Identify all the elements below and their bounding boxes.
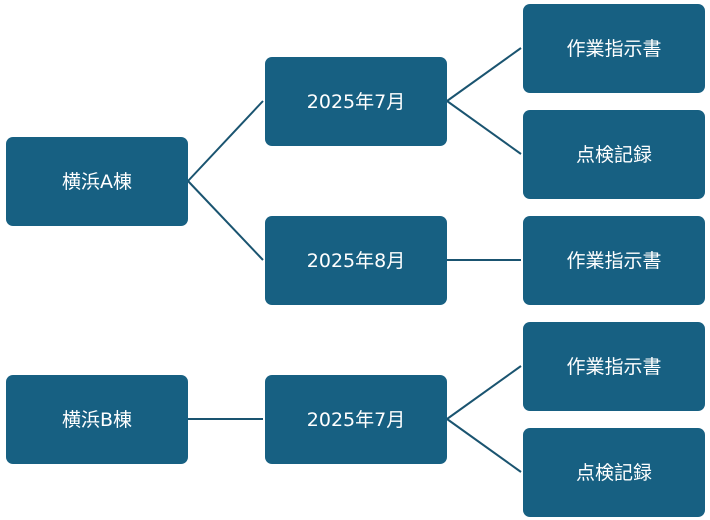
connector-b-jul-inspection <box>446 418 522 473</box>
node-b-07-inspection-record[interactable]: 点検記録 <box>523 428 705 517</box>
connector-a-aug <box>187 180 264 261</box>
node-a-2025-07[interactable]: 2025年7月 <box>265 57 447 146</box>
node-building-b[interactable]: 横浜B棟 <box>6 375 188 464</box>
connector-a-jul <box>187 100 264 182</box>
node-a-2025-08[interactable]: 2025年8月 <box>265 216 447 305</box>
node-a-08-work-order[interactable]: 作業指示書 <box>523 216 705 305</box>
connector-b-jul-order <box>446 365 522 420</box>
node-a-07-work-order[interactable]: 作業指示書 <box>523 4 705 93</box>
node-building-a[interactable]: 横浜A棟 <box>6 137 188 226</box>
node-b-2025-07[interactable]: 2025年7月 <box>265 375 447 464</box>
node-a-07-inspection-record[interactable]: 点検記録 <box>523 110 705 199</box>
connector-a-jul-order <box>446 47 522 102</box>
node-b-07-work-order[interactable]: 作業指示書 <box>523 322 705 411</box>
connector-a-jul-inspection <box>446 100 522 155</box>
